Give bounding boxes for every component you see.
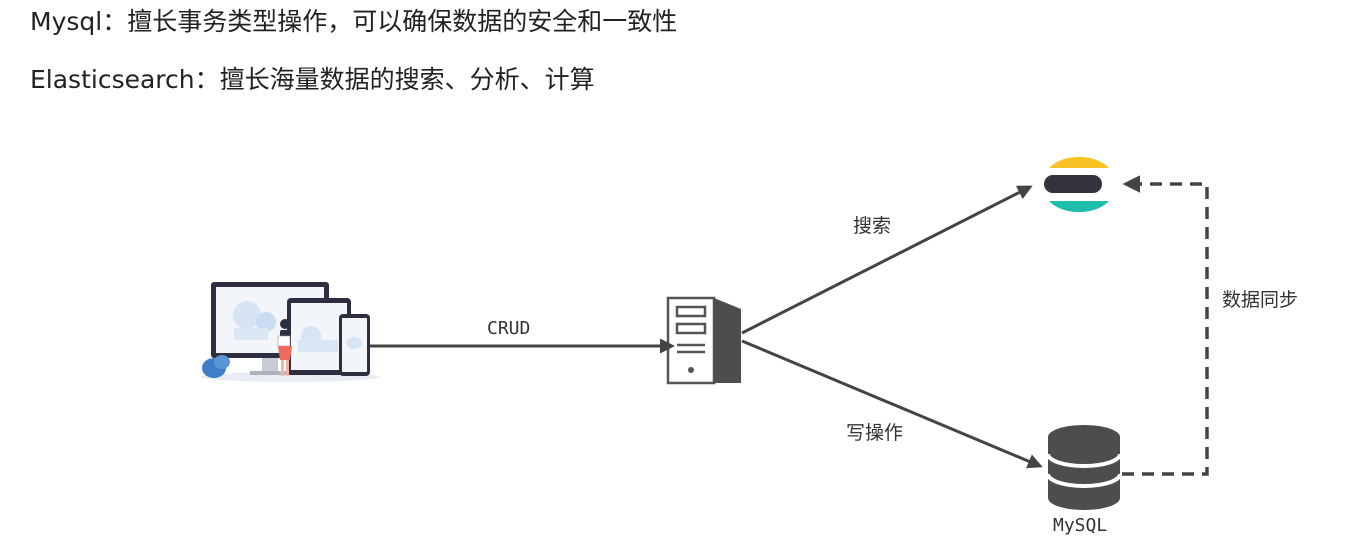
crud-label: CRUD: [487, 318, 531, 339]
search-label: 搜索: [853, 215, 892, 237]
sync-arrow: [1122, 175, 1209, 476]
database-label: MySQL: [1053, 515, 1108, 536]
mysql-description: Mysql：擅长事务类型操作，可以确保数据的安全和一致性: [30, 7, 678, 36]
search-arrow: [741, 185, 1033, 335]
server-icon: [666, 296, 741, 385]
write-arrow: [741, 339, 1043, 469]
write-label: 写操作: [846, 422, 904, 444]
elasticsearch-logo: [1044, 156, 1109, 213]
client-devices-icon: [200, 282, 380, 382]
elasticsearch-description: Elasticsearch：擅长海量数据的搜索、分析、计算: [30, 65, 595, 94]
database-icon: [1046, 425, 1122, 510]
sync-label: 数据同步: [1222, 289, 1299, 311]
